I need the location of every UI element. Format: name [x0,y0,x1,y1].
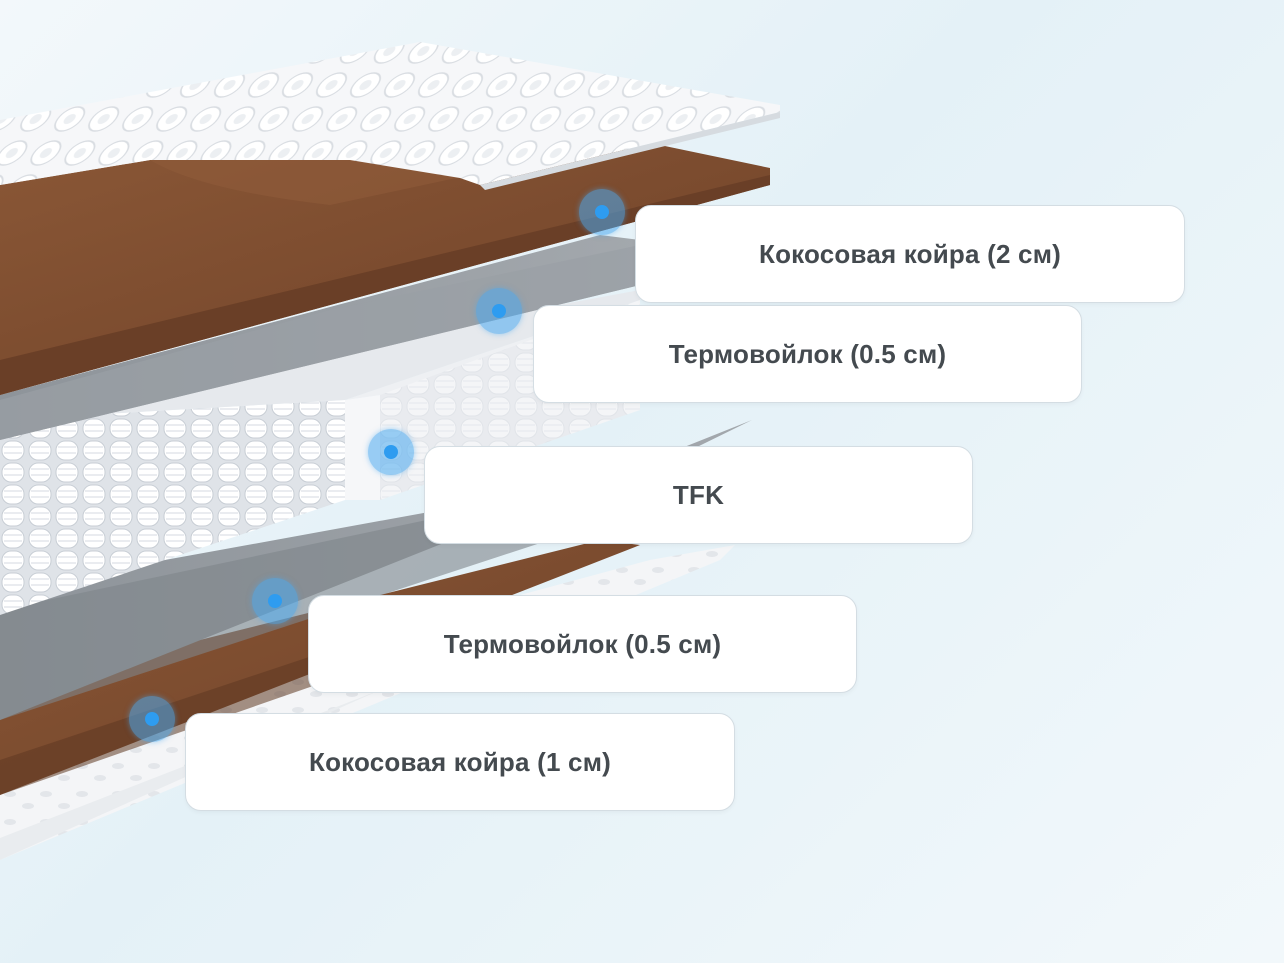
hotspot-dot [492,304,506,318]
top-coir-layer [0,145,770,395]
layer-label-text: Термовойлок (0.5 см) [443,628,722,659]
layer-label-spring-block: TFK [424,446,973,544]
layer-label-text: TFK [672,479,725,510]
layer-label-text: Кокосовая койра (2 см) [759,238,1061,269]
layer-label-text: Термовойлок (0.5 см) [668,338,947,369]
hotspot-bottom-coir[interactable] [129,696,175,742]
hotspot-spring-block[interactable] [368,429,414,475]
quilted-cover-layer [0,42,780,190]
hotspot-bottom-felt[interactable] [252,578,298,624]
layer-label-top-felt: Термовойлок (0.5 см) [533,305,1082,403]
hotspot-dot [268,594,282,608]
layer-label-top-coir: Кокосовая койра (2 см) [635,205,1185,303]
hotspot-top-coir[interactable] [579,189,625,235]
hotspot-dot [384,445,398,459]
hotspot-top-felt[interactable] [476,288,522,334]
hotspot-dot [595,205,609,219]
layer-label-bottom-coir: Кокосовая койра (1 см) [185,713,735,811]
top-felt-layer [0,235,640,440]
layer-label-bottom-felt: Термовойлок (0.5 см) [308,595,857,693]
layer-label-text: Кокосовая койра (1 см) [309,746,611,777]
hotspot-dot [145,712,159,726]
